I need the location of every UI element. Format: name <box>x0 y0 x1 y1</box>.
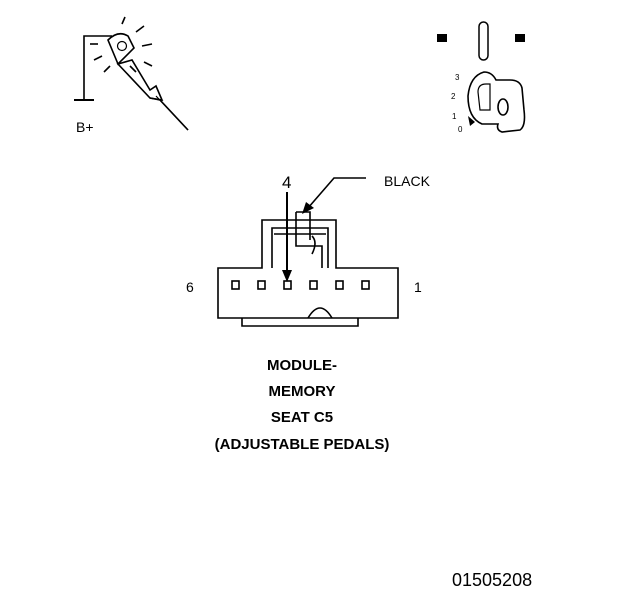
ignition-key-icon <box>437 21 526 133</box>
connector-title-line: MEMORY <box>268 383 336 400</box>
connector-cavities <box>231 280 370 290</box>
connector-title-line: SEAT C5 <box>270 409 334 426</box>
ignition-position-label: 0 <box>458 125 463 134</box>
ignition-position-label: 3 <box>455 73 460 82</box>
pin-cavity <box>335 280 344 290</box>
connector-face-icon <box>217 211 399 327</box>
connector-title-line: MODULE- <box>267 357 337 374</box>
pin-cavity <box>309 280 318 290</box>
ignition-position-label: 1 <box>452 112 457 121</box>
connector-title-line: (ADJUSTABLE PEDALS) <box>214 436 390 453</box>
color-leader-arrow-head <box>302 202 314 214</box>
pin-cavity <box>283 280 292 290</box>
pin-cavity <box>257 280 266 290</box>
ignition-position-labels: 3 2 1 0 <box>451 73 463 134</box>
pin-callout-number: 4 <box>282 173 291 192</box>
color-label: BLACK <box>384 173 431 189</box>
pin-callout-arrow-head <box>282 270 292 282</box>
right-pin-number: 1 <box>414 279 422 295</box>
ignition-position-label: 2 <box>451 92 456 101</box>
pin-cavity <box>361 280 370 290</box>
pin-cavity <box>231 280 240 290</box>
test-light-probe-icon <box>74 16 189 131</box>
left-pin-number: 6 <box>186 279 194 295</box>
battery-label: B+ <box>76 119 94 135</box>
color-leader-line <box>307 177 366 209</box>
figure-number: 01505208 <box>452 570 533 590</box>
